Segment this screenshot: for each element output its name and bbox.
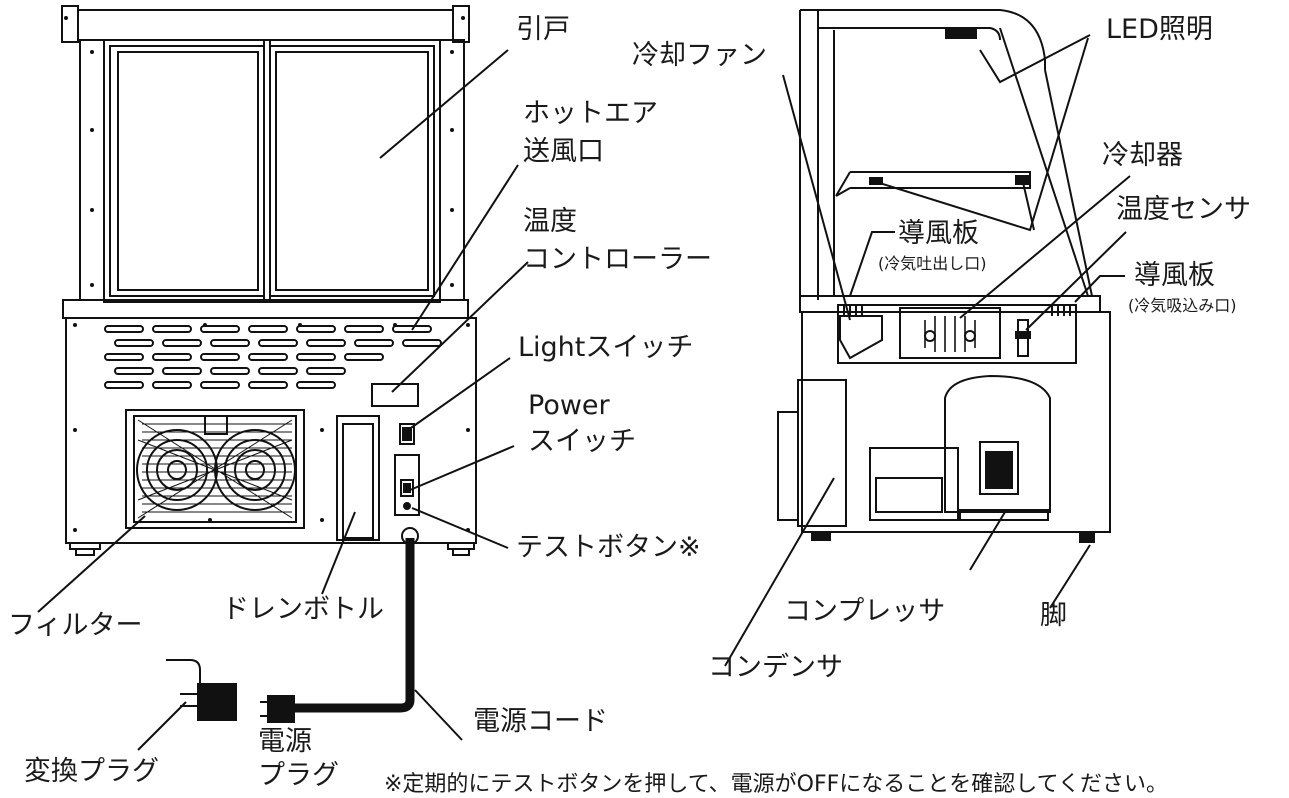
label-temp-controller-line1: 温度 [523, 206, 577, 237]
leader-lines [37, 34, 1131, 751]
base-body [65, 317, 477, 544]
label-led-light: LED照明 [1106, 14, 1213, 45]
label-temp-controller-line2: コントローラー [523, 244, 712, 275]
label-hot-air-outlet-line2: 送風口 [523, 136, 604, 167]
shelf [850, 171, 1031, 189]
top-frame [74, 9, 468, 41]
power-switch-panel [394, 454, 420, 516]
label-sliding-door: 引戸 [516, 14, 570, 45]
label-power-plug-line1: 電源 [258, 726, 312, 757]
hot-air-vents [104, 325, 442, 389]
label-power-switch-line2: スイッチ [528, 426, 636, 457]
temp-controller [371, 383, 419, 407]
label-hot-air-outlet-line1: ホットエア [523, 98, 658, 129]
light-switch [399, 423, 415, 445]
front-view-unit [61, 5, 477, 723]
compressor [869, 374, 1051, 521]
label-drain-bottle: ドレンボトル [222, 594, 384, 625]
cooler [899, 307, 1001, 359]
label-power-cord: 電源コード [473, 706, 608, 737]
adapter-plug [197, 683, 237, 721]
sliding-doors [103, 39, 441, 303]
label-cooler: 冷却器 [1102, 140, 1183, 171]
footnote: ※定期的にテストボタンを押して、電源がOFFになることを確認してください。 [384, 772, 1168, 797]
drain-bottle [336, 415, 380, 541]
filter-grille [125, 409, 305, 529]
label-filter: フィルター [8, 610, 143, 641]
label-baffle-left: 導風板 [898, 218, 979, 249]
side-base-body [801, 311, 1111, 533]
condenser [797, 379, 847, 527]
label-baffle-right: 導風板 [1134, 260, 1215, 291]
cooling-fan [839, 315, 883, 360]
label-light-switch: Lightスイッチ [518, 332, 694, 363]
led-light [945, 29, 977, 39]
label-baffle-right-sub: (冷気吸込み口) [1128, 296, 1237, 315]
label-power-plug-line2: プラグ [258, 760, 339, 791]
label-leg: 脚 [1040, 600, 1067, 631]
label-cooling-fan: 冷却ファン [632, 40, 767, 71]
label-compressor: コンプレッサ [784, 596, 946, 627]
label-power-switch-line1: Power [528, 390, 610, 421]
label-test-button: テストボタン※ [516, 532, 701, 563]
label-condenser: コンデンサ [708, 652, 843, 683]
label-adapter-plug: 変換プラグ [24, 756, 159, 787]
side-view-unit [777, 9, 1111, 543]
label-temp-sensor: 温度センサ [1116, 194, 1251, 225]
label-baffle-left-sub: (冷気吐出し口) [878, 254, 987, 273]
power-plug [267, 695, 295, 723]
